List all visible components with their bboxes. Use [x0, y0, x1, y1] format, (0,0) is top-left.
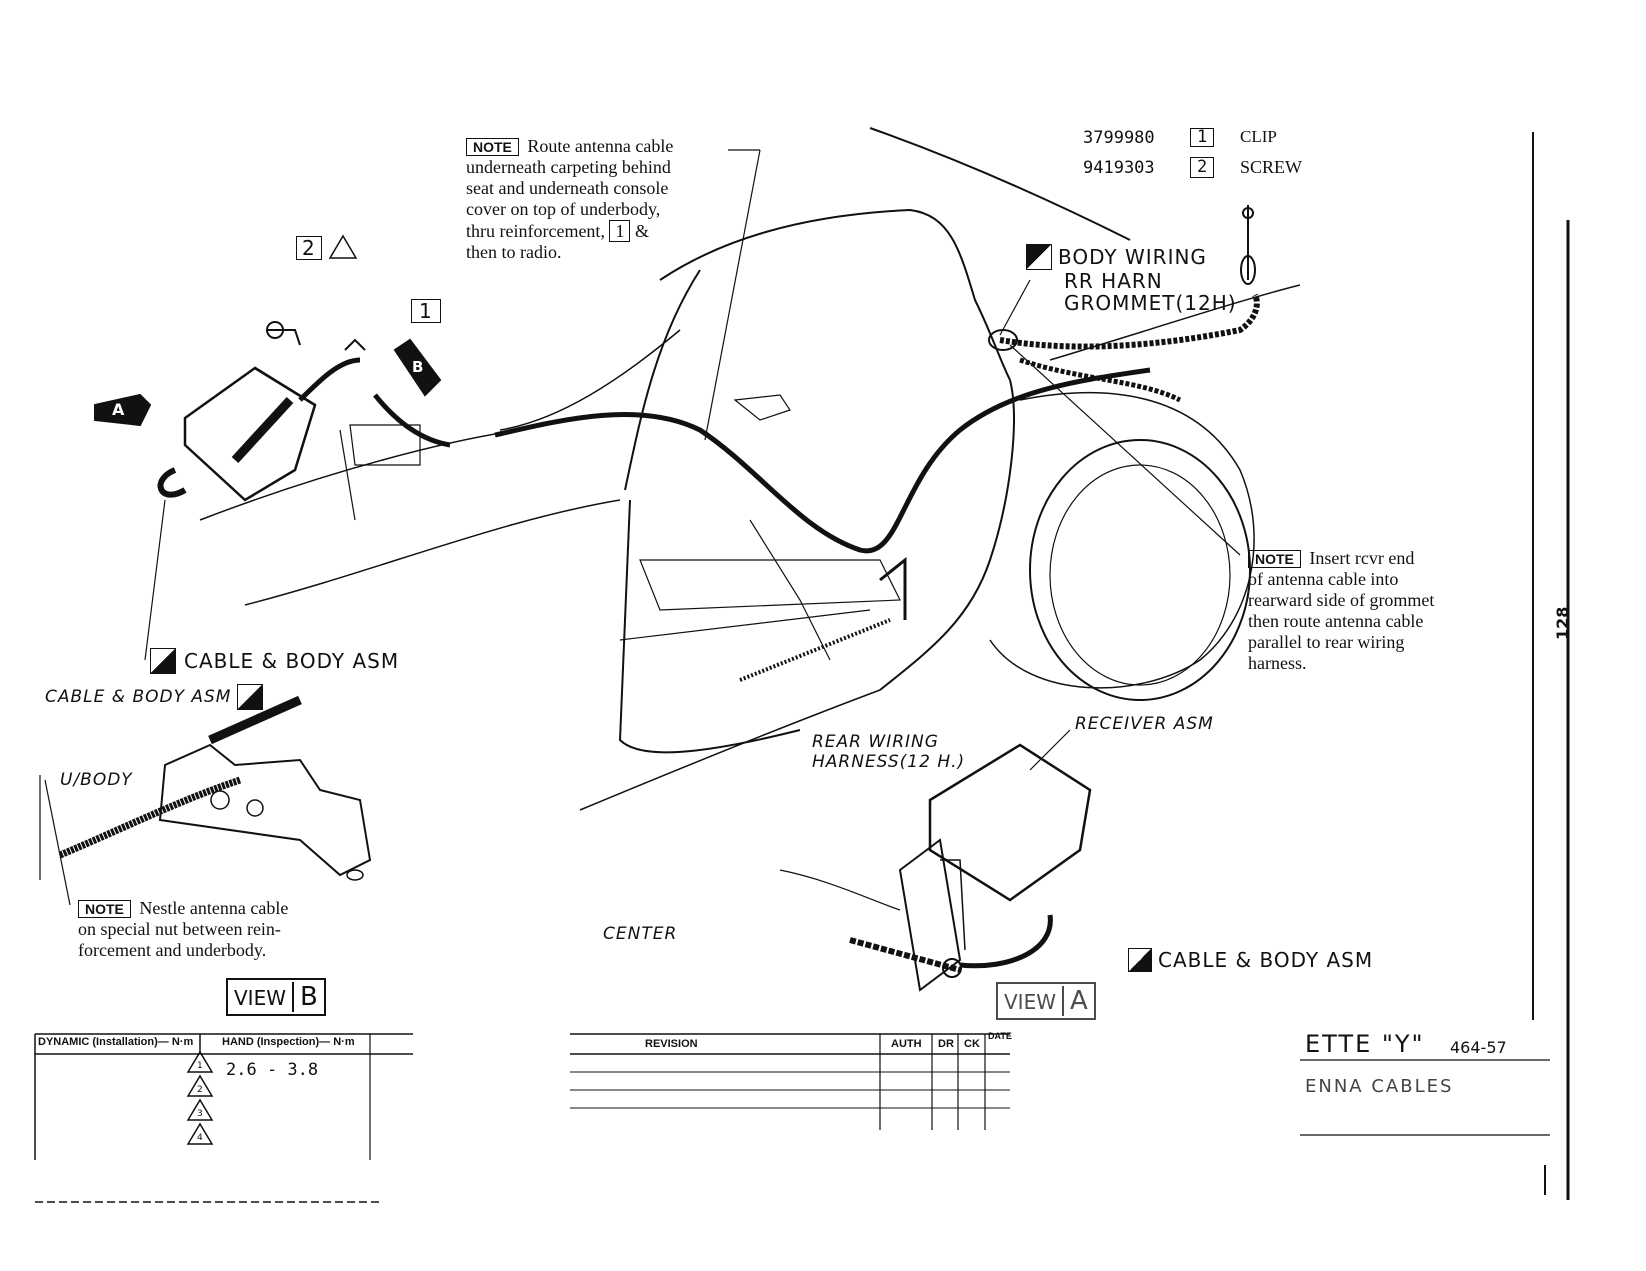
callout-clip: 1 [411, 299, 441, 323]
title-line2: ENNA CABLES [1305, 1076, 1454, 1097]
note-label: NOTE [466, 138, 519, 156]
torque-col-dynamic: DYNAMIC (Installation)— N·m [38, 1036, 194, 1048]
arrow-a-label: A [112, 400, 125, 419]
asm-icon [1026, 244, 1052, 270]
cable-body-asm-right-label: CABLE & BODY ASM [1128, 948, 1373, 972]
receiver-asm-label: RECEIVER ASM [1075, 714, 1214, 734]
cable-body-asm-hand-label: CABLE & BODY ASM [45, 684, 264, 710]
torque-col-hand: HAND (Inspection)— N·m [222, 1036, 355, 1048]
rear-wiring-label: REAR WIRING HARNESS(12 H.) [812, 732, 966, 772]
part-number-2: 9419303 [1083, 158, 1155, 178]
page-number: 128 [1553, 606, 1572, 640]
note-nestle-cable: NOTE Nestle antenna cable on special nut… [78, 898, 289, 960]
torque-value-1: 2.6 - 3.8 [226, 1060, 319, 1080]
part-name-1: CLIP [1240, 127, 1277, 146]
revision-header: REVISION [645, 1038, 698, 1050]
title-line1: ETTE "Y" [1305, 1030, 1425, 1058]
part-index-1: 1 [1190, 128, 1215, 147]
note-insert-rcvr: NOTE Insert rcvr end of antenna cable in… [1248, 548, 1435, 673]
cable-body-asm-label: CABLE & BODY ASM [150, 648, 399, 674]
ubody-label: U/BODY [60, 770, 133, 790]
part-index-2: 2 [1190, 157, 1215, 178]
asm-icon [1128, 948, 1152, 972]
center-label: CENTER [603, 924, 678, 944]
title-number: 464-57 [1450, 1038, 1507, 1057]
asm-icon [150, 648, 176, 674]
part-name-2: SCREW [1240, 157, 1303, 177]
note-route-antenna: NOTE Route antenna cable underneath carp… [466, 136, 674, 262]
note-label: NOTE [78, 900, 131, 918]
body-wiring-label: BODY WIRING RR HARN GROMMET(12H) [1026, 244, 1237, 314]
arrow-b-label: B [412, 358, 424, 376]
note-label: NOTE [1248, 550, 1301, 568]
asm-icon [237, 684, 264, 710]
callout-screw: 2 [296, 236, 322, 260]
part-number-1: 3799980 [1083, 128, 1155, 148]
